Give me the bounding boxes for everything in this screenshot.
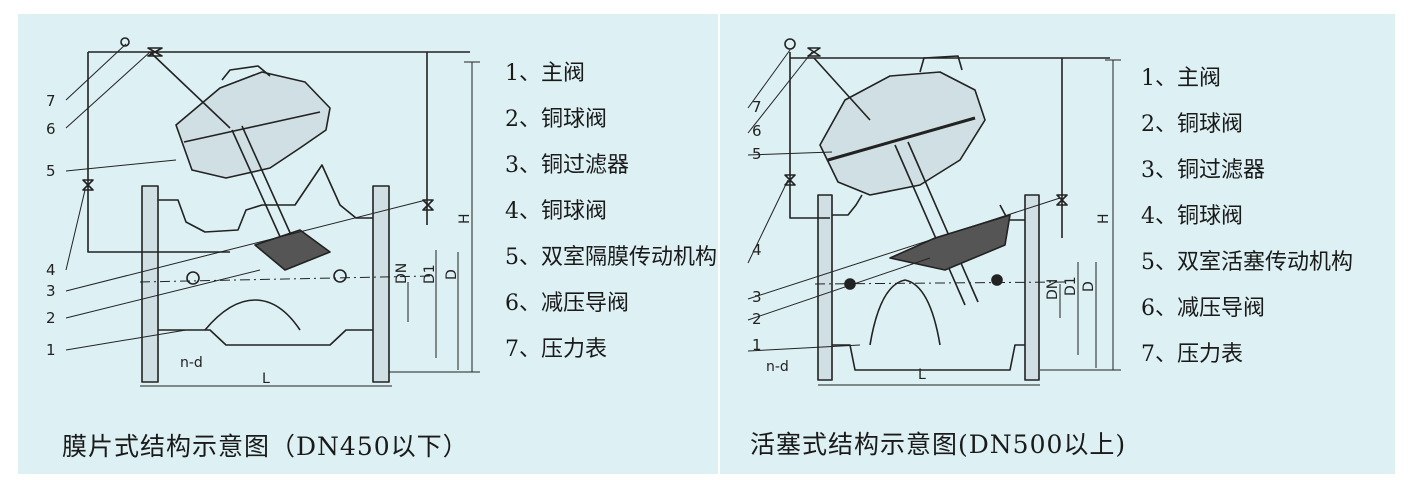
legend-item: 3、铜过滤器 bbox=[1141, 158, 1265, 183]
callout-7: 7 bbox=[46, 92, 56, 110]
legend-item: 6、减压导阀 bbox=[1141, 296, 1265, 321]
dim-L: L bbox=[918, 367, 926, 383]
legend-item: 2、铜球阀 bbox=[505, 107, 607, 132]
callout-3: 3 bbox=[752, 288, 762, 306]
callout-3: 3 bbox=[46, 282, 56, 300]
dim-D: D bbox=[444, 269, 460, 280]
dim-DN: DN bbox=[1045, 278, 1061, 300]
legend-item: 5、双室隔膜传动机构 bbox=[505, 245, 717, 270]
callout-2: 2 bbox=[752, 310, 762, 328]
piston-valve-drawing bbox=[747, 38, 1121, 386]
legend-item: 1、主阀 bbox=[505, 61, 585, 86]
dim-L: L bbox=[262, 371, 270, 387]
caption-diaphragm: 膜片式结构示意图（DN450以下） bbox=[62, 432, 469, 461]
dim-D: D bbox=[1081, 281, 1097, 292]
callout-7: 7 bbox=[752, 98, 762, 116]
legend-item: 7、压力表 bbox=[505, 337, 607, 362]
legend-item: 6、减压导阀 bbox=[505, 291, 629, 316]
left-panel-background bbox=[18, 14, 718, 474]
dim-H: H bbox=[457, 213, 473, 224]
dim-nd: n-d bbox=[766, 359, 789, 375]
dim-D1: D1 bbox=[422, 264, 438, 284]
dim-D1: D1 bbox=[1063, 276, 1079, 296]
callout-5: 5 bbox=[752, 145, 762, 163]
dim-nd: n-d bbox=[180, 355, 203, 371]
legend-item: 2、铜球阀 bbox=[1141, 112, 1243, 137]
legend-piston: 1、主阀 2、铜球阀 3、铜过滤器 4、铜球阀 5、双室活塞传动机构 6、减压导… bbox=[1141, 68, 1353, 390]
caption-piston: 活塞式结构示意图(DN500以上) bbox=[750, 430, 1127, 459]
legend-item: 4、铜球阀 bbox=[1141, 204, 1243, 229]
callout-1: 1 bbox=[752, 336, 762, 354]
callout-5: 5 bbox=[46, 162, 56, 180]
callout-6: 6 bbox=[752, 122, 762, 140]
dim-DN: DN bbox=[394, 262, 410, 284]
legend-diaphragm: 1、主阀 2、铜球阀 3、铜过滤器 4、铜球阀 5、双室隔膜传动机构 6、减压导… bbox=[505, 63, 717, 385]
dim-H: H bbox=[1096, 213, 1112, 224]
callout-2: 2 bbox=[46, 309, 56, 327]
callout-1: 1 bbox=[46, 341, 56, 359]
legend-item: 4、铜球阀 bbox=[505, 199, 607, 224]
callout-4: 4 bbox=[752, 241, 762, 259]
legend-item: 1、主阀 bbox=[1141, 66, 1221, 91]
callout-6: 6 bbox=[46, 120, 56, 138]
callout-4: 4 bbox=[46, 261, 56, 279]
legend-item: 7、压力表 bbox=[1141, 342, 1243, 367]
legend-item: 5、双室活塞传动机构 bbox=[1141, 250, 1353, 275]
diaphragm-valve-drawing bbox=[65, 37, 480, 387]
legend-item: 3、铜过滤器 bbox=[505, 153, 629, 178]
